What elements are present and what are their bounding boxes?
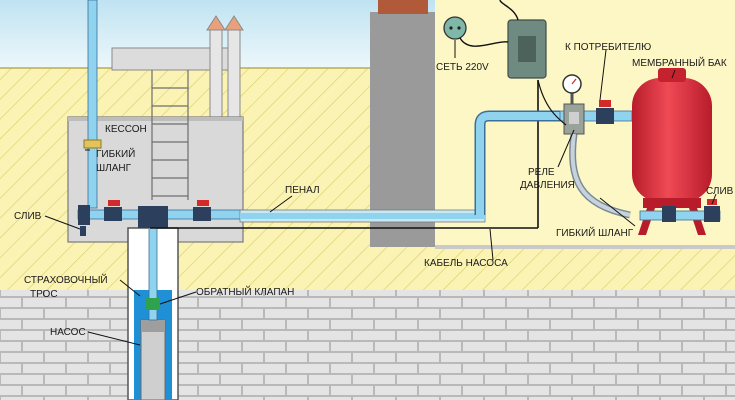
supply-pipe [240, 213, 485, 219]
check-valve-body [146, 298, 160, 310]
label-membrane-tank: МЕМБРАННЫЙ БАК [632, 56, 727, 69]
label-safety-rope-1: СТРАХОВОЧНЫЙ [24, 273, 108, 286]
label-safety-rope-2: ТРОС [30, 289, 58, 300]
label-pressure-switch-1: РЕЛЕ [528, 167, 555, 178]
mains-wire [459, 37, 509, 47]
tee-fitting [138, 206, 168, 228]
label-casing: ПЕНАЛ [285, 185, 320, 196]
flexible-hose-vertical [87, 0, 98, 209]
label-flex-hose-left-1: ГИБКИЙ [96, 147, 135, 160]
label-drain-right: СЛИВ [706, 186, 734, 197]
valve-caisson-left [104, 200, 122, 221]
house-wall [370, 12, 435, 247]
valve-caisson-right [193, 200, 211, 221]
label-mains: СЕТЬ 220V [436, 62, 489, 73]
vent-pipe-right [227, 27, 241, 121]
label-pump-cable: КАБЕЛЬ НАСОСА [424, 258, 508, 269]
label-drain-left: СЛИВ [14, 211, 42, 222]
valve-drain-right [704, 199, 720, 222]
label-pump: НАСОС [50, 327, 86, 338]
brick-foundation [0, 290, 735, 400]
valve-tank [596, 100, 614, 124]
label-check-valve: ОБРАТНЫЙ КЛАПАН [196, 285, 294, 298]
mains-socket-icon [443, 16, 467, 40]
label-pressure-switch-2: ДАВЛЕНИЯ [520, 180, 575, 191]
caisson-ladder [151, 70, 189, 200]
label-to-consumer: К ПОТРЕБИТЕЛЮ [565, 42, 651, 53]
vent-pipe-left [209, 27, 223, 121]
label-caisson: КЕССОН [105, 124, 147, 135]
label-flex-hose-right: ГИБКИЙ ШЛАНГ [556, 226, 634, 239]
label-flex-hose-left-2: ШЛАНГ [96, 163, 132, 174]
